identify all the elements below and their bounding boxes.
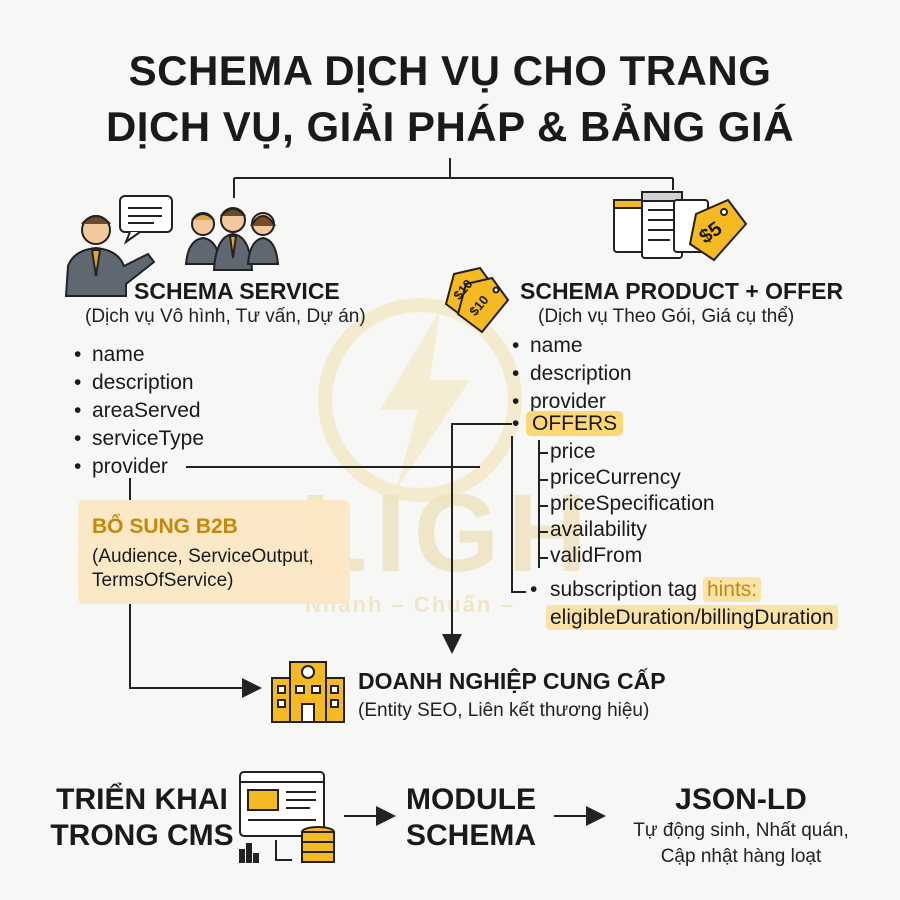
offer-property: priceCurrency xyxy=(550,466,681,489)
service-subtitle: (Dịch vụ Vô hình, Tư vấn, Dự án) xyxy=(85,306,366,327)
price-tags-icon xyxy=(444,266,510,334)
service-property-list: name description areaServed serviceType … xyxy=(74,341,204,481)
offer-property: validFrom xyxy=(550,544,643,567)
service-property: provider xyxy=(74,453,204,481)
product-property: name xyxy=(512,332,632,360)
product-subtitle: (Dịch vụ Theo Gói, Giá cụ thể) xyxy=(538,306,795,327)
cms-database-icon xyxy=(239,771,335,863)
offer-property: availability xyxy=(550,518,647,541)
step-jsonld-line2: Cập nhật hàng loạt xyxy=(660,846,822,867)
building-icon xyxy=(271,661,345,723)
product-heading: SCHEMA PRODUCT + OFFER xyxy=(520,278,844,304)
step-module: MODULE SCHEMA xyxy=(396,782,546,854)
step-cms-line2: TRONG CMS xyxy=(50,819,234,852)
step-cms-line1: TRIỂN KHAI xyxy=(56,783,228,816)
offer-property: price xyxy=(550,440,596,463)
b2b-title: BỔ SUNG B2B xyxy=(92,515,238,538)
service-property: description xyxy=(74,369,204,397)
offers-label: OFFERS xyxy=(526,411,624,436)
service-property: serviceType xyxy=(74,425,204,453)
step-module-line1: MODULE xyxy=(406,783,536,816)
subscription-row: •subscription tag hints: xyxy=(530,576,762,604)
service-heading: SCHEMA SERVICE xyxy=(134,278,340,304)
product-property-list: name description provider xyxy=(512,332,632,416)
step-jsonld-title: JSON-LD xyxy=(675,783,807,816)
step-module-line2: SCHEMA xyxy=(405,819,536,852)
service-property: name xyxy=(74,341,204,369)
enterprise-subtitle: (Entity SEO, Liên kết thương hiệu) xyxy=(358,700,650,721)
hints-value: eligibleDuration/billingDuration xyxy=(546,604,838,632)
pricing-cards-icon xyxy=(613,191,748,262)
product-property: provider xyxy=(512,388,632,416)
hints-value-text: eligibleDuration/billingDuration xyxy=(546,605,838,630)
b2b-line2: TermsOfService) xyxy=(92,570,234,591)
b2b-box xyxy=(78,500,350,604)
offers-row: •OFFERS xyxy=(512,410,624,438)
subscription-label: subscription tag xyxy=(550,578,698,601)
page-title-line2: DỊCH VỤ, GIẢI PHÁP & BẢNG GIÁ xyxy=(105,103,795,150)
step-jsonld-line1: Tự động sinh, Nhất quán, xyxy=(633,820,849,841)
hints-label: hints: xyxy=(702,577,762,602)
step-cms: TRIỂN KHAI TRONG CMS xyxy=(42,782,242,854)
page-title-line1: SCHEMA DỊCH VỤ CHO TRANG xyxy=(128,47,772,94)
service-property: areaServed xyxy=(74,397,204,425)
consultants-icon xyxy=(64,195,280,297)
product-property: description xyxy=(512,360,632,388)
enterprise-heading: DOANH NGHIỆP CUNG CẤP xyxy=(358,668,666,694)
b2b-line1: (Audience, ServiceOutput, xyxy=(92,546,314,567)
offer-property: priceSpecification xyxy=(550,492,715,515)
offer-property-list: price priceCurrency priceSpecification a… xyxy=(550,439,715,569)
